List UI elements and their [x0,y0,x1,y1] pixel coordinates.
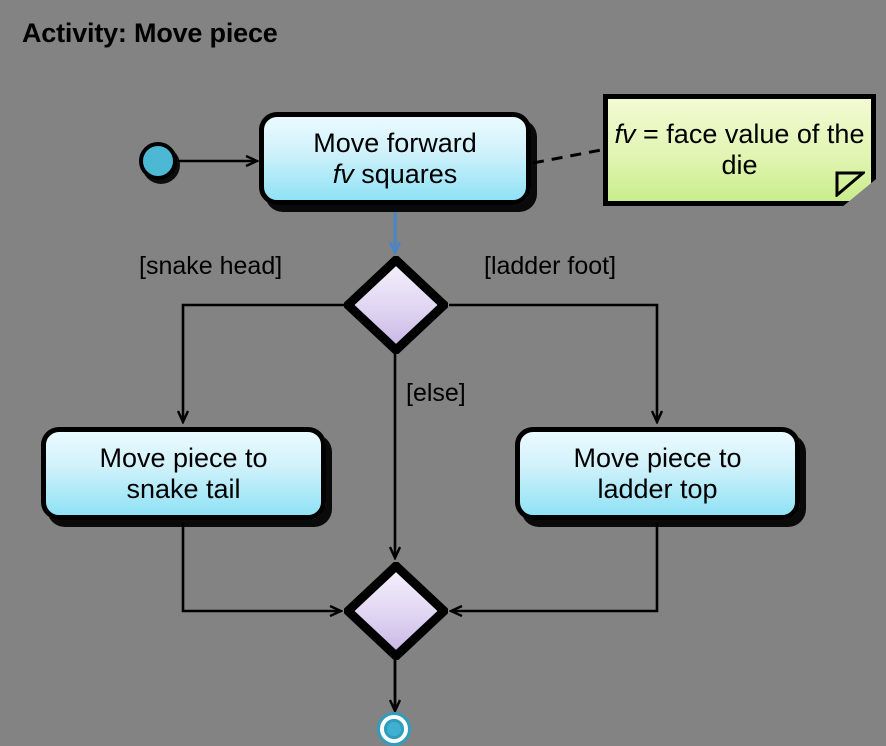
initial-node[interactable] [139,142,177,180]
edge-ladder-top-to-merge [452,522,659,611]
variable-fv: fv [614,119,636,150]
action-move-forward-line2: fv squares [313,159,477,189]
page-title: Activity: Move piece [22,18,278,48]
guard-ladder-foot: [ladder foot] [484,252,617,280]
final-node[interactable] [380,715,408,743]
note-fv-definition[interactable]: fv = face value of the die [603,94,876,206]
action-move-piece-to-ladder-top[interactable]: Move piece to ladder top [515,427,800,520]
decision-node[interactable] [344,256,448,354]
action-snake-tail-line1: Move piece to [99,443,268,474]
edge-snake-tail-to-merge [181,522,340,611]
action-ladder-top-line2: ladder top [597,473,718,504]
merge-node[interactable] [344,562,448,660]
guard-else: [else] [406,379,466,407]
edge-decision-to-snake-tail [183,303,344,421]
guard-snake-head: [snake head] [139,252,283,280]
note-fold-corner-icon [835,171,865,197]
action-move-piece-to-snake-tail[interactable]: Move piece to snake tail [41,427,326,520]
action-move-forward[interactable]: Move forward fv squares [259,112,531,205]
note-line1-rest: = face value [635,119,790,150]
edge-note-anchor [532,148,602,165]
action-snake-tail-line2: snake tail [126,473,241,504]
variable-fv: fv [332,158,354,189]
action-move-forward-line1: Move forward [313,128,477,159]
note-line1: fv = face value [615,119,790,149]
note-line2: of the die [721,119,865,180]
edge-decision-to-ladder-top [449,303,657,421]
action-ladder-top-line1: Move piece to [573,443,742,474]
action-move-forward-line2-rest: squares [353,158,458,189]
